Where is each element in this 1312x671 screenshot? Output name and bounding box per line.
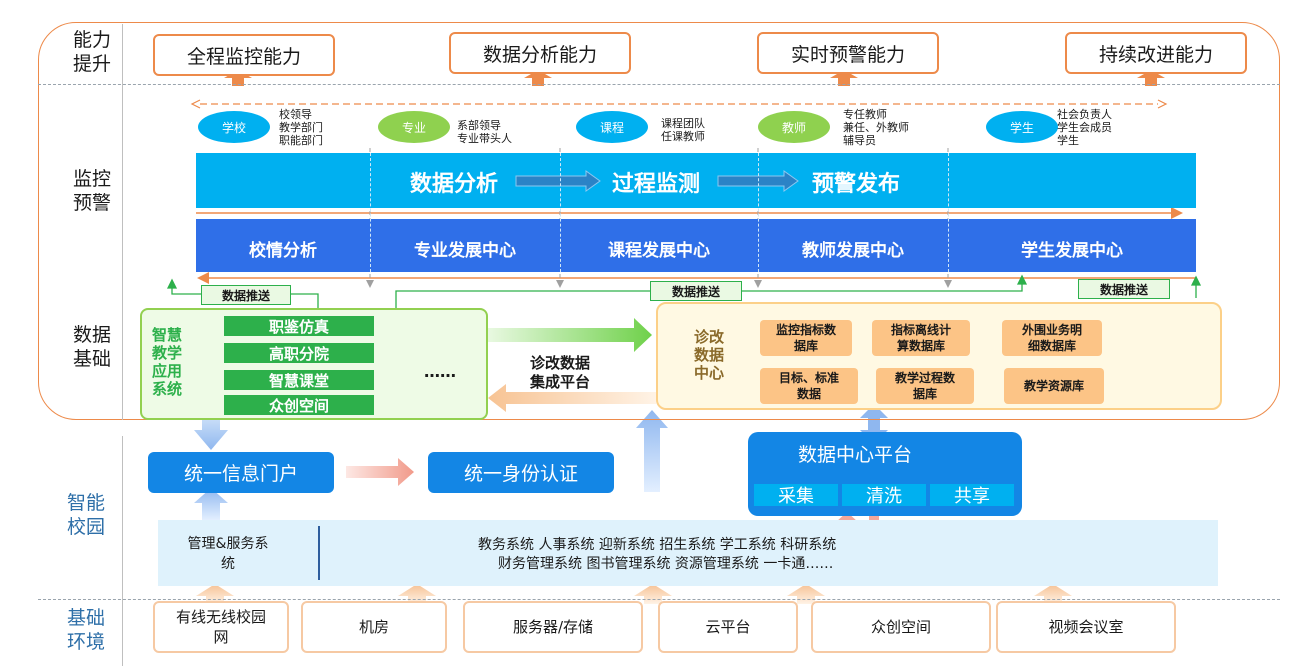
smart-app-item: 职鉴仿真 [224, 316, 374, 336]
smart-apps-title: 智慧 教学 应用 系统 [152, 326, 183, 398]
systems-line-2: 财务管理系统 图书管理系统 资源管理系统 一卡通…… [498, 556, 834, 572]
data-platform-share: 共享 [930, 484, 1014, 507]
label-column-divider-lower [122, 436, 123, 666]
unified-auth: 统一身份认证 [428, 452, 614, 493]
data-push-tag-middle: 数据推送 [650, 281, 742, 301]
capability-continuous-improve: 持续改进能力 [1065, 32, 1247, 74]
integration-platform-label: 诊改数据 集成平台 [530, 354, 591, 391]
role-course: 课程 [576, 111, 648, 143]
role-school: 学校 [198, 111, 270, 143]
data-platform-clean: 清洗 [842, 484, 926, 507]
row-label-data-base: 数据 基础 [72, 324, 111, 370]
smart-app-item: 智慧课堂 [224, 370, 374, 390]
smart-teaching-apps-box: 智慧 教学 应用 系统 职鉴仿真 高职分院 智慧课堂 众创空间 …… [140, 308, 488, 420]
role-major-members: 系部领导 专业带头人 [457, 119, 512, 145]
row-label-infra: 基础 环境 [66, 607, 105, 653]
row-label-capability: 能力 提升 [72, 29, 111, 75]
data-push-tag-left: 数据推送 [201, 285, 291, 305]
upper-frame [38, 22, 1280, 420]
divider-capability [38, 84, 1280, 85]
label-column-divider [122, 24, 123, 420]
smart-app-item: 众创空间 [224, 395, 374, 415]
flow-step-warning-release: 预警发布 [812, 172, 901, 197]
band-separator [560, 153, 561, 272]
mgmt-service-systems: 管理&服务系 统 [187, 536, 269, 572]
center-teacher-development: 教师发展中心 [802, 241, 904, 261]
infra-campus-network: 有线无线校园 网 [153, 601, 289, 653]
centers-band [196, 219, 1196, 272]
data-platform-title: 数据中心平台 [797, 444, 912, 466]
center-student-development: 学生发展中心 [1021, 241, 1123, 261]
db-offline-compute: 指标离线计 算数据库 [872, 320, 970, 356]
infra-video-conference: 视频会议室 [996, 601, 1176, 653]
role-teacher-members: 专任教师 兼任、外教师 辅导员 [843, 108, 909, 147]
db-external-business: 外围业务明 细数据库 [1002, 320, 1102, 356]
db-monitor-index: 监控指标数 据库 [760, 320, 852, 356]
role-student: 学生 [986, 111, 1058, 143]
data-platform-collect: 采集 [754, 484, 838, 507]
center-course-development: 课程发展中心 [608, 241, 710, 261]
data-center-platform: 数据中心平台 采集 清洗 共享 [748, 432, 1022, 516]
infra-server-storage: 服务器/存储 [463, 601, 643, 653]
diag-data-center-box: 诊改 数据 中心 监控指标数 据库 指标离线计 算数据库 外围业务明 细数据库 … [656, 302, 1222, 410]
diag-center-title: 诊改 数据 中心 [694, 328, 725, 382]
role-major: 专业 [378, 111, 450, 143]
infra-cloud-platform: 云平台 [658, 601, 798, 653]
db-teaching-resources: 教学资源库 [1004, 368, 1104, 404]
infra-machine-room: 机房 [301, 601, 447, 653]
role-teacher: 教师 [758, 111, 830, 143]
data-push-tag-right: 数据推送 [1078, 279, 1170, 299]
infra-maker-space: 众创空间 [811, 601, 991, 653]
band-separator [370, 153, 371, 272]
divider-infra [38, 599, 1280, 600]
role-school-members: 校领导 教学部门 职能部门 [279, 108, 323, 147]
row-label-smart-campus: 智能 校园 [66, 492, 105, 538]
flow-band [196, 153, 1196, 208]
smart-app-item: 高职分院 [224, 343, 374, 363]
systems-line-1: 教务系统 人事系统 迎新系统 招生系统 学工系统 科研系统 [478, 537, 837, 553]
systems-divider [318, 526, 320, 580]
center-major-development: 专业发展中心 [414, 241, 516, 261]
db-teaching-process: 教学过程数 据库 [876, 368, 974, 404]
role-course-members: 课程团队 任课教师 [661, 117, 705, 143]
capability-realtime-warning: 实时预警能力 [757, 32, 939, 74]
row-label-monitor: 监控 预警 [72, 168, 111, 214]
flow-step-data-analysis: 数据分析 [410, 172, 499, 197]
business-systems-box: 管理&服务系 统 教务系统 人事系统 迎新系统 招生系统 学工系统 科研系统 财… [158, 520, 1218, 586]
smart-apps-more: …… [424, 362, 456, 381]
capability-full-monitor: 全程监控能力 [153, 34, 335, 76]
band-separator [758, 153, 759, 272]
unified-portal: 统一信息门户 [148, 452, 334, 493]
band-separator [948, 153, 949, 272]
role-student-members: 社会负责人 学生会成员 学生 [1057, 108, 1112, 147]
flow-step-process-monitor: 过程监测 [612, 172, 701, 197]
db-goals-standards: 目标、标准 数据 [760, 368, 858, 404]
center-campus-analysis: 校情分析 [249, 241, 317, 261]
capability-data-analysis: 数据分析能力 [449, 32, 631, 74]
